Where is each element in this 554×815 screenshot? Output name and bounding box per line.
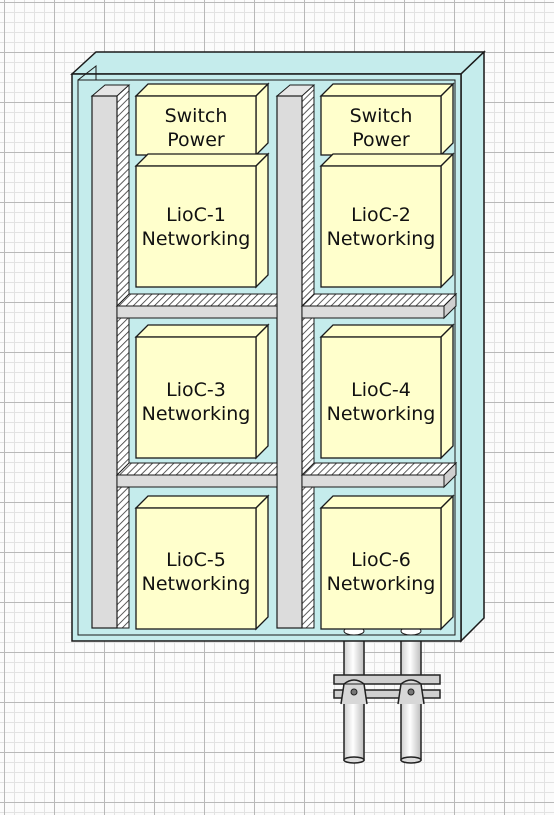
lioc-1-box	[134, 152, 270, 289]
vertical-rail-left	[90, 84, 131, 629]
lioc-4-box	[319, 323, 455, 460]
lioc-3-box	[134, 323, 270, 460]
lioc-4-label: LioC-4 Networking	[326, 379, 436, 425]
lioc-6-label: LioC-6 Networking	[326, 549, 436, 595]
cabinet-inner-border	[77, 79, 456, 636]
lioc-1-label: LioC-1 Networking	[141, 204, 251, 250]
switch-power-1-box	[134, 82, 270, 157]
lioc-5-label: LioC-5 Networking	[141, 549, 251, 595]
lioc-3-label: LioC-3 Networking	[141, 379, 251, 425]
switch-power-2-box	[319, 82, 455, 157]
switch-power-2-label: Switch Power	[349, 105, 413, 151]
shelf-upper	[115, 292, 458, 320]
switch-power-1-label: Switch Power	[164, 105, 228, 151]
vertical-rail-right	[275, 84, 316, 629]
shelf-lower	[115, 461, 458, 489]
lioc-5-box	[134, 494, 270, 631]
lioc-2-label: LioC-2 Networking	[326, 204, 436, 250]
cabinet-side-face	[460, 50, 485, 643]
mounting-bracket	[333, 639, 441, 764]
lioc-6-box	[319, 494, 455, 631]
cabinet-top-face	[70, 51, 486, 75]
lioc-2-box	[319, 152, 455, 289]
